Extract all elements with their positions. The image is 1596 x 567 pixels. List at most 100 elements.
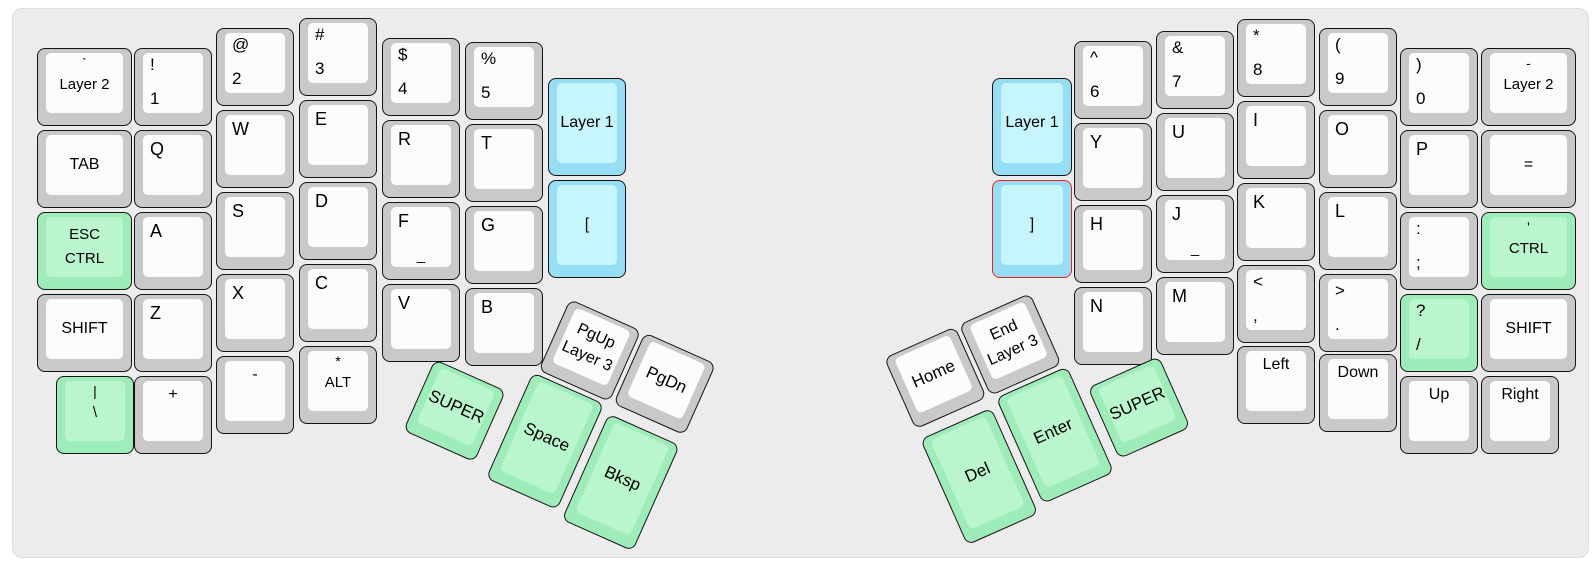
key-n-cap: N: [1083, 292, 1143, 352]
key-o-cap: O: [1328, 115, 1388, 175]
key-l[interactable]: L: [1319, 192, 1397, 270]
key-up-arrow[interactable]: Up: [1400, 376, 1478, 454]
key-paren-9[interactable]: (9: [1319, 28, 1397, 106]
key-z-cap: Z: [143, 299, 203, 359]
key-asterisk-8-cap: *8: [1246, 24, 1306, 84]
key-x-cap: X: [225, 279, 285, 339]
key-b[interactable]: B: [465, 288, 543, 366]
key-left-arrow[interactable]: Left: [1237, 346, 1315, 424]
key-paren-9-label-1: 9: [1335, 69, 1345, 88]
key-j-cap: J_: [1165, 200, 1225, 260]
key-exclam-1[interactable]: !1: [134, 48, 212, 126]
key-period[interactable]: >.: [1319, 274, 1397, 352]
key-a[interactable]: A: [134, 212, 212, 290]
key-tab[interactable]: TAB: [37, 130, 132, 208]
key-u[interactable]: U: [1156, 113, 1234, 191]
key-j-label: J: [1172, 204, 1181, 224]
key-down-arrow-cap: Down: [1328, 359, 1388, 419]
key-super-left[interactable]: SUPER: [403, 359, 507, 463]
key-o[interactable]: O: [1319, 110, 1397, 188]
key-percent-5-label-1: 5: [481, 83, 491, 102]
key-a-label: A: [150, 221, 163, 241]
key-exclam-1-cap: !1: [143, 53, 203, 113]
key-asterisk-8-label: *: [1253, 26, 1260, 45]
key-g[interactable]: G: [465, 206, 543, 284]
key-v[interactable]: V: [382, 284, 460, 362]
key-percent-5[interactable]: %5: [465, 42, 543, 120]
key-down-arrow[interactable]: Down: [1319, 354, 1397, 432]
key-j[interactable]: J_: [1156, 195, 1234, 273]
key-hash-3-label-1: 3: [315, 59, 325, 78]
key-m[interactable]: M: [1156, 277, 1234, 355]
key-hash-3[interactable]: #3: [299, 18, 377, 96]
key-w[interactable]: W: [216, 110, 294, 188]
key-shift-right[interactable]: SHIFT: [1481, 294, 1576, 372]
key-c[interactable]: C: [299, 264, 377, 342]
key-equals[interactable]: =: [1481, 130, 1576, 208]
key-f[interactable]: F_: [382, 202, 460, 280]
key-dollar-4[interactable]: $4: [382, 38, 460, 116]
key-b-label: B: [481, 297, 494, 317]
key-paren-0[interactable]: )0: [1400, 48, 1478, 126]
key-l-label: L: [1335, 201, 1346, 221]
key-i[interactable]: I: [1237, 101, 1315, 179]
key-quote-ctrl[interactable]: 'CTRL: [1481, 212, 1576, 290]
key-layer1-right[interactable]: Layer 1: [992, 78, 1072, 176]
key-caret-6[interactable]: ^6: [1074, 41, 1152, 119]
key-q[interactable]: Q: [134, 130, 212, 208]
key-x[interactable]: X: [216, 274, 294, 352]
key-s-cap: S: [225, 197, 285, 257]
key-period-label-1: .: [1335, 315, 1340, 334]
key-colon-semicolon[interactable]: :;: [1400, 212, 1478, 290]
key-p[interactable]: P: [1400, 130, 1478, 208]
key-layer1-left[interactable]: Layer 1: [548, 78, 626, 176]
key-pgdn-cap: PgDn: [626, 340, 706, 420]
key-s[interactable]: S: [216, 192, 294, 270]
key-dash-layer2[interactable]: -Layer 2: [1481, 48, 1576, 126]
key-quote-ctrl-cap: 'CTRL: [1490, 217, 1567, 277]
key-l-cap: L: [1328, 197, 1388, 257]
key-lbracket[interactable]: [: [548, 180, 626, 278]
key-n[interactable]: N: [1074, 287, 1152, 365]
key-question-slash[interactable]: ?/: [1400, 294, 1478, 372]
key-b-cap: B: [474, 293, 534, 353]
key-lbracket-label: [: [584, 216, 590, 233]
key-dollar-4-label-1: 4: [398, 79, 408, 98]
key-plus[interactable]: +: [134, 376, 212, 454]
key-pipe-backslash[interactable]: |\: [56, 376, 134, 454]
key-layer1-left-cap: Layer 1: [557, 83, 617, 163]
key-minus[interactable]: -: [216, 356, 294, 434]
key-e[interactable]: E: [299, 100, 377, 178]
key-grave-layer2[interactable]: `Layer 2: [37, 48, 132, 126]
key-amp-7[interactable]: &7: [1156, 31, 1234, 109]
key-period-label: >: [1335, 281, 1345, 300]
key-d[interactable]: D: [299, 182, 377, 260]
key-z-label: Z: [150, 303, 161, 323]
key-amp-7-label: &: [1172, 38, 1184, 57]
key-super-right-label: SUPER: [1106, 382, 1168, 425]
key-paren-0-cap: )0: [1409, 53, 1469, 113]
key-right-arrow-label: Right: [1501, 386, 1539, 403]
key-asterisk-8[interactable]: *8: [1237, 19, 1315, 97]
key-rbracket[interactable]: ]: [992, 180, 1072, 278]
key-esc-ctrl-label-1: CTRL: [64, 250, 105, 267]
key-z[interactable]: Z: [134, 294, 212, 372]
key-y[interactable]: Y: [1074, 123, 1152, 201]
key-amp-7-cap: &7: [1165, 36, 1225, 96]
key-asterisk-8-label-1: 8: [1253, 60, 1263, 79]
key-at-2[interactable]: @2: [216, 28, 294, 106]
key-grave-layer2-cap: `Layer 2: [46, 53, 123, 113]
key-h[interactable]: H: [1074, 205, 1152, 283]
key-rbracket-label: ]: [1029, 216, 1035, 233]
key-r[interactable]: R: [382, 120, 460, 198]
key-super-right[interactable]: SUPER: [1087, 356, 1191, 460]
key-shift-left[interactable]: SHIFT: [37, 294, 132, 372]
key-t[interactable]: T: [465, 124, 543, 202]
key-comma[interactable]: <,: [1237, 265, 1315, 343]
key-asterisk-alt[interactable]: *ALT: [299, 346, 377, 424]
key-right-arrow[interactable]: Right: [1481, 376, 1559, 454]
key-home-cap: Home: [894, 334, 974, 414]
key-paren-9-label: (: [1335, 35, 1341, 54]
key-k[interactable]: K: [1237, 183, 1315, 261]
